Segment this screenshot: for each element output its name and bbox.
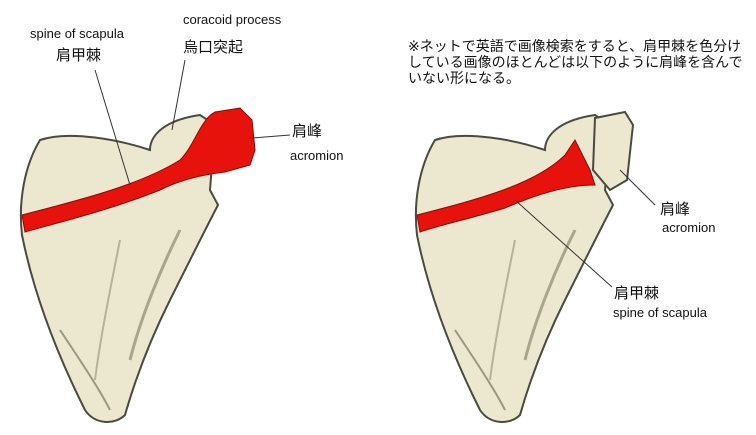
right-spine-label-ja: 肩甲棘 — [614, 285, 660, 302]
acromion-label-ja: 肩峰 — [292, 123, 323, 140]
left-scapula — [19, 107, 256, 424]
leader-lines — [94, 59, 656, 288]
acromion-label-en: acromion — [290, 148, 344, 163]
right-acromion-label-en: acromion — [662, 220, 716, 235]
right-spine-highlight — [416, 139, 596, 233]
coracoid-label-ja: 烏口突起 — [183, 39, 244, 56]
spine-label-ja: 肩甲棘 — [56, 47, 102, 64]
right-spine-label-en: spine of scapula — [613, 305, 707, 320]
right-acromion-label-ja: 肩峰 — [660, 201, 691, 218]
spine-label-en: spine of scapula — [30, 26, 124, 41]
coracoid-label-en: coracoid process — [183, 12, 282, 27]
note-text: ※ネットで英語で画像検索をすると、肩甲棘を色分けしている画像のほとんどは以下のよ… — [408, 38, 743, 86]
right-scapula — [414, 110, 635, 424]
left-spine-highlight — [21, 107, 256, 233]
